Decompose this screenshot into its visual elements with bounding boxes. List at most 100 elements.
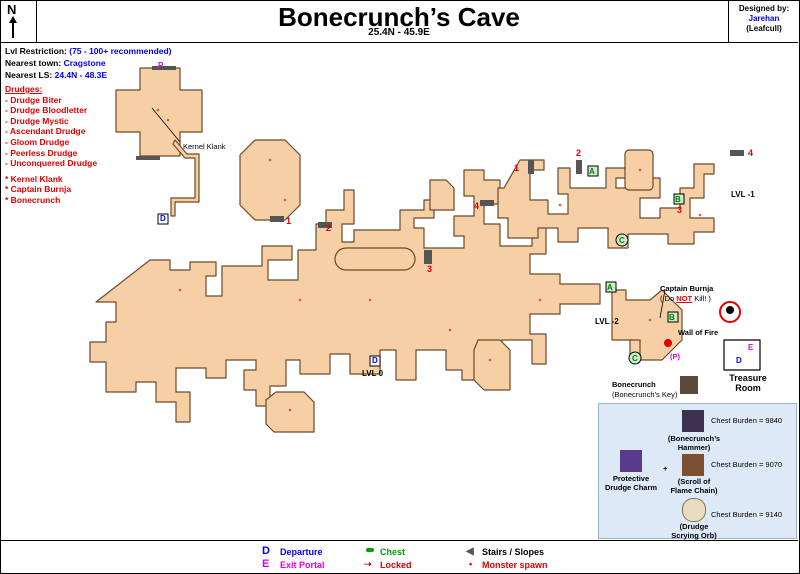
departure-letter-lvl0: D — [372, 356, 378, 365]
legend-departure-key: D — [262, 545, 270, 557]
drudge-list: Drudges: - Drudge Biter - Drudge Bloodle… — [5, 84, 97, 206]
boss-item: * Bonecrunch — [5, 194, 61, 205]
drudge-item: - Peerless Drudge — [5, 147, 78, 158]
chest1-item: (Bonecrunch’s Hammer) — [667, 434, 721, 452]
plus-sign: + — [663, 464, 668, 473]
charm-icon — [620, 450, 642, 472]
bonecrunch-key-label: (Bonecrunch’s Key) — [612, 390, 678, 399]
portal-letter-p: (P) — [670, 352, 680, 361]
lvl-minus1-label: LVL -1 — [731, 190, 755, 199]
stair-number: 4 — [748, 148, 754, 158]
north-arrow-icon — [9, 16, 17, 38]
corridor — [170, 139, 200, 217]
charm-label: Protective Drudge Charm — [604, 474, 658, 492]
drudges-heading: Drudges: — [5, 84, 43, 94]
wall-of-fire-label: Wall of Fire — [678, 328, 719, 337]
stair-number: 4 — [474, 201, 480, 211]
chest1-label: Chest Burden = 9840 — [711, 416, 783, 425]
skull-icon — [719, 301, 741, 323]
level-marker-a2: A — [607, 283, 613, 292]
treasure-panel: Chest Burden = 9840 (Bonecrunch’s Hammer… — [598, 403, 797, 540]
hammer-icon — [682, 410, 704, 432]
town-value: Cragstone — [63, 58, 106, 68]
s-room — [473, 339, 511, 391]
drudge-item: - Ascendant Drudge — [5, 126, 86, 137]
chest2-item: (Scroll of Flame Chain) — [670, 477, 718, 495]
drudge-item: - Drudge Biter — [5, 94, 62, 105]
kernel-klank-label: Kernel Klank — [183, 142, 226, 151]
stairs-legend-icon: ◀ — [466, 546, 474, 557]
chest-icon — [366, 548, 374, 552]
treasure-room-label: Treasure Room — [729, 373, 767, 393]
stair-number: 1 — [514, 163, 520, 173]
stair-number: 2 — [576, 148, 582, 158]
stair-number: 2 — [326, 223, 332, 233]
stair-number: 3 — [677, 205, 683, 215]
lvl-minus2-label: LVL -2 — [595, 317, 619, 326]
cross-room — [115, 67, 203, 157]
level-marker-b: B — [675, 195, 681, 204]
scroll-icon — [682, 454, 704, 476]
legend-exit-key: E — [262, 558, 270, 570]
drudge-item: - Drudge Bloodletter — [5, 105, 88, 116]
locked-icon: ⇢ — [364, 559, 372, 569]
cave-coordinates: 25.4N - 45.9E — [368, 27, 430, 38]
north-label: N — [7, 2, 17, 17]
legend: D Departure E Exit Portal Chest ⇢ Locked… — [0, 540, 798, 573]
stair-number: 3 — [427, 264, 433, 274]
chest3-item: (Drudge Scrying Orb) — [671, 522, 717, 540]
level-marker-a: A — [589, 167, 595, 176]
legend-spawn: Monster spawn — [482, 560, 548, 570]
compass: N — [0, 0, 37, 42]
page-title: Bonecrunch’s Cave — [278, 2, 520, 32]
stairs-icon — [136, 66, 744, 264]
level-marker-b2: B — [669, 313, 675, 322]
designed-by-label: Designed by: — [738, 4, 790, 13]
wall-of-fire-marker — [664, 339, 672, 347]
bonecrunch-label: Bonecrunch — [612, 380, 656, 389]
lvl0-label: LVL 0 — [362, 369, 384, 378]
drudge-item: - Unconquered Drudge — [5, 158, 98, 169]
header: N Bonecrunch’s Cave 25.4N - 45.9E Design… — [0, 0, 798, 43]
boss-item: * Kernel Klank — [5, 173, 63, 184]
treasure-departure-letter: D — [736, 356, 742, 365]
legend-departure: Departure — [280, 547, 323, 557]
do-not-kill-label: ( Do NOT Kill! ) — [660, 294, 711, 303]
treasure-room — [723, 339, 761, 371]
designer-alt-name: (Leafcull) — [746, 24, 782, 33]
chest2-label: Chest Burden = 9070 — [711, 460, 783, 469]
level-minus1 — [497, 159, 715, 249]
designer-box: Designed by: Jarehan (Leafcull) — [728, 0, 799, 42]
legend-locked: Locked — [380, 560, 412, 570]
sw-room — [265, 391, 315, 433]
drudge-item: - Gloom Drudge — [5, 136, 70, 147]
chest3-label: Chest Burden = 9140 — [711, 510, 783, 519]
n-room — [429, 179, 455, 211]
level-marker-c2: C — [632, 354, 638, 363]
departure-letter: D — [160, 214, 166, 223]
treasure-exit-letter: E — [748, 343, 754, 352]
key-icon — [680, 376, 698, 394]
level-marker-c: C — [619, 236, 625, 245]
octagon-room — [239, 139, 301, 221]
town-label: Nearest town: — [5, 58, 64, 68]
ls-value: 24.4N - 48.3E — [54, 70, 108, 80]
captain-burnja-label: Captain Burnja — [660, 284, 714, 293]
ls-label: Nearest LS: — [5, 70, 55, 80]
lvl-value: (75 - 100+ recommended) — [69, 46, 172, 56]
stair-number: 1 — [286, 216, 292, 226]
drudge-item: - Drudge Mystic — [5, 115, 69, 126]
level0-corridors — [89, 169, 601, 423]
legend-chest: Chest — [380, 547, 406, 557]
boss-item: * Captain Burnja — [5, 184, 72, 195]
portal-letter: P — [158, 61, 164, 70]
spawn-icon: • — [469, 559, 473, 569]
legend-exit: Exit Portal — [280, 560, 325, 570]
cave-info: Lvl Restriction: (75 - 100+ recommended)… — [5, 45, 172, 81]
orb-icon — [682, 498, 706, 522]
central-hall — [334, 247, 416, 271]
lvl-label: Lvl Restriction: — [5, 46, 70, 56]
designer-name: Jarehan — [748, 14, 780, 23]
legend-stairs: Stairs / Slopes — [482, 547, 545, 557]
